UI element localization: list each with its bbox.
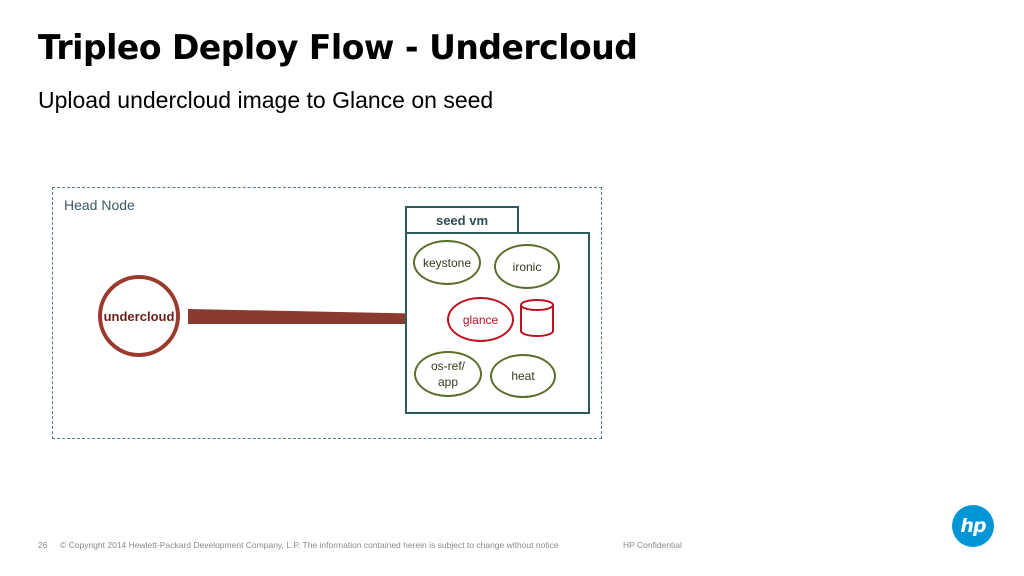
head-node-label: Head Node: [64, 197, 135, 213]
ironic-node: ironic: [494, 244, 560, 289]
os-ref-label-line1: os-ref/: [430, 359, 465, 373]
os-ref-app-node: os-ref/ app: [414, 351, 482, 397]
keystone-node: keystone: [413, 240, 481, 285]
seed-vm-label: seed vm: [435, 213, 489, 228]
glance-node: glance: [447, 297, 514, 342]
hp-logo-icon: hp: [952, 505, 994, 547]
os-ref-app-label: os-ref/ app: [431, 358, 465, 390]
slide-subtitle: Upload undercloud image to Glance on see…: [38, 87, 494, 113]
database-icon: [520, 299, 554, 337]
glance-label: glance: [462, 312, 499, 327]
slide-title: Tripleo Deploy Flow - Undercloud: [38, 28, 638, 68]
upload-arrow: [188, 307, 456, 331]
ironic-label: ironic: [512, 259, 542, 274]
copyright-notice: © Copyright 2014 Hewlett-Packard Develop…: [60, 540, 559, 550]
heat-node: heat: [490, 354, 556, 398]
confidential-label: HP Confidential: [623, 540, 682, 550]
page-number: 26: [38, 540, 48, 550]
hp-logo-text: hp: [960, 515, 986, 537]
head-node-container: [52, 187, 602, 439]
undercloud-label: undercloud: [103, 308, 175, 324]
os-ref-label-line2: app: [437, 375, 458, 389]
keystone-label: keystone: [422, 255, 472, 270]
heat-label: heat: [511, 369, 535, 383]
seed-vm-tab: seed vm: [405, 206, 519, 234]
undercloud-node: undercloud: [98, 275, 180, 357]
